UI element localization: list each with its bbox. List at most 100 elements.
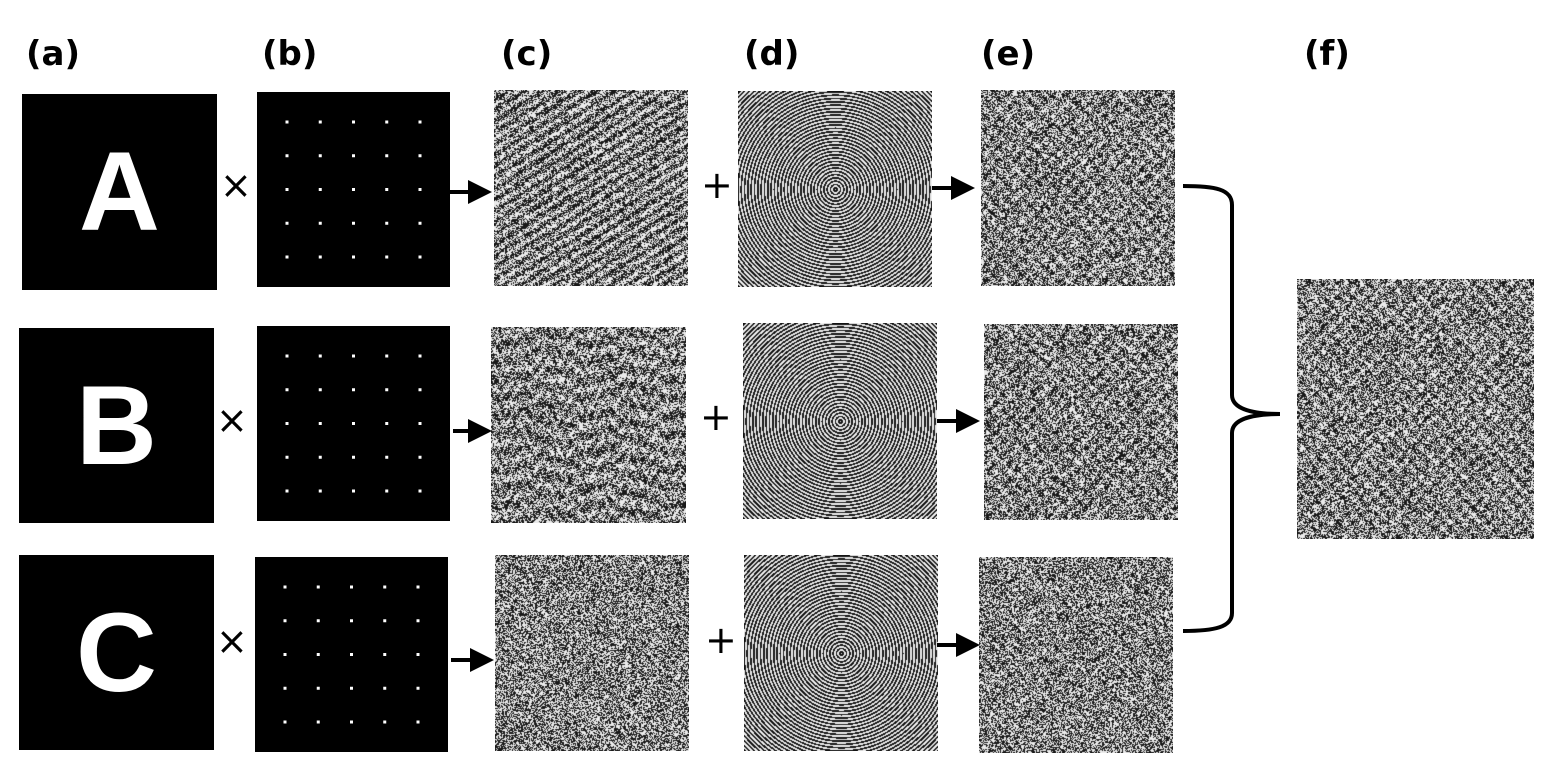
grid-dot xyxy=(285,188,289,191)
grid-dot xyxy=(416,720,420,724)
grid-dot xyxy=(352,388,355,392)
grid-dot xyxy=(316,585,320,589)
plus-symbol-b: + xyxy=(700,395,732,439)
grid-dot xyxy=(418,422,422,425)
letter-c: C xyxy=(76,589,157,715)
grid-dot xyxy=(385,221,389,225)
noise-pattern-e-b xyxy=(984,324,1178,520)
grid-dot xyxy=(318,354,322,358)
grid-dot xyxy=(285,120,289,124)
dot-grid-a xyxy=(257,92,450,287)
grid-dot xyxy=(383,720,387,724)
grid-dot xyxy=(416,653,420,656)
noise-pattern-c-a xyxy=(494,90,688,286)
noise-pattern-c-b xyxy=(491,327,686,523)
letter-a: A xyxy=(79,129,160,254)
grid-dot xyxy=(385,354,389,358)
grid-dot xyxy=(352,455,355,459)
dot-grid-c xyxy=(255,557,448,752)
grid-dot xyxy=(418,154,422,158)
grid-dot xyxy=(350,585,353,589)
letter-image-a: A xyxy=(22,94,217,290)
grid-dot xyxy=(352,354,355,358)
grid-dot xyxy=(418,120,422,124)
grid-dot xyxy=(318,188,322,191)
grid-dot xyxy=(352,422,355,425)
grid-dot xyxy=(318,489,322,493)
plus-symbol-c: + xyxy=(705,618,737,662)
grid-dot xyxy=(318,221,322,225)
grid-dot xyxy=(283,585,287,589)
grid-dot xyxy=(418,489,422,493)
grid-dot xyxy=(418,455,422,459)
panel-label-c: (c) xyxy=(501,34,553,74)
grid-dot xyxy=(316,653,320,656)
grid-dot xyxy=(416,585,420,589)
noise-pattern-c-c xyxy=(495,555,689,751)
grid-dot xyxy=(285,455,289,459)
grid-dot xyxy=(383,619,387,623)
grid-dot xyxy=(416,619,420,623)
panel-label-b: (b) xyxy=(262,34,318,74)
grid-dot xyxy=(285,221,289,225)
multiply-symbol-a: × xyxy=(220,163,252,207)
grid-dot xyxy=(285,489,289,493)
grid-dot xyxy=(418,221,422,225)
grid-dot xyxy=(385,422,389,425)
grid-dot xyxy=(285,154,289,158)
grid-dot xyxy=(383,653,387,656)
grid-dot xyxy=(283,686,287,690)
grid-dot xyxy=(350,720,353,724)
grid-dot xyxy=(418,388,422,392)
grid-dot xyxy=(352,154,355,158)
grid-dot xyxy=(283,653,287,656)
letter-image-b: B xyxy=(19,328,214,523)
merge-brace xyxy=(1182,184,1281,633)
noise-pattern-f xyxy=(1297,279,1534,539)
plus-symbol-a: + xyxy=(701,163,733,207)
letter-b: B xyxy=(76,362,157,488)
grid-dot xyxy=(352,255,355,259)
grid-dot xyxy=(285,388,289,392)
grid-dot xyxy=(352,188,355,191)
panel-label-f: (f) xyxy=(1304,34,1350,74)
grid-dot xyxy=(316,619,320,623)
grid-dot xyxy=(352,120,355,124)
zone-plate-d-a xyxy=(738,91,932,287)
grid-dot xyxy=(385,188,389,191)
grid-dot xyxy=(418,354,422,358)
grid-dot xyxy=(418,188,422,191)
grid-dot xyxy=(318,455,322,459)
grid-dot xyxy=(385,455,389,459)
grid-dot xyxy=(383,585,387,589)
grid-dot xyxy=(350,653,353,656)
grid-dot xyxy=(385,388,389,392)
multiply-symbol-b: × xyxy=(216,398,248,442)
grid-dot xyxy=(318,422,322,425)
grid-dot xyxy=(316,720,320,724)
grid-dot xyxy=(416,686,420,690)
grid-dot xyxy=(318,120,322,124)
grid-dot xyxy=(318,255,322,259)
panel-label-d: (d) xyxy=(744,34,800,74)
grid-dot xyxy=(285,354,289,358)
grid-dot xyxy=(352,489,355,493)
zone-plate-d-c xyxy=(744,555,938,751)
grid-dot xyxy=(418,255,422,259)
grid-dot xyxy=(350,686,353,690)
panel-label-e: (e) xyxy=(981,34,1036,74)
grid-dot xyxy=(385,120,389,124)
grid-dot xyxy=(385,489,389,493)
grid-dot xyxy=(352,221,355,225)
noise-pattern-e-a xyxy=(981,90,1175,286)
noise-pattern-e-c xyxy=(979,557,1173,753)
grid-dot xyxy=(383,686,387,690)
grid-dot xyxy=(318,154,322,158)
zone-plate-d-b xyxy=(743,323,937,519)
grid-dot xyxy=(283,619,287,623)
grid-dot xyxy=(318,388,322,392)
letter-image-c: C xyxy=(19,555,214,750)
grid-dot xyxy=(285,255,289,259)
grid-dot xyxy=(283,720,287,724)
